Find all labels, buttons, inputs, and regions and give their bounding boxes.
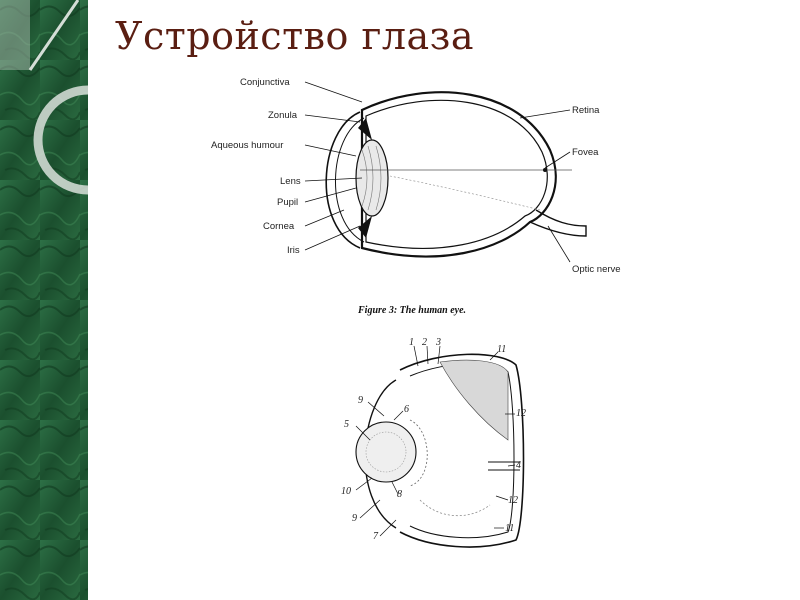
- label-cornea: Cornea: [263, 221, 295, 232]
- lens-nucleus: [365, 431, 407, 473]
- num-6: 6: [404, 404, 409, 415]
- num-11-top: 11: [497, 344, 506, 355]
- label-zonula: Zonula: [268, 110, 298, 121]
- num-12-bottom: 12: [508, 495, 518, 506]
- num-7: 7: [373, 531, 379, 542]
- num-10: 10: [341, 486, 351, 497]
- sclera-section: [399, 353, 525, 548]
- lens-fibers: [361, 145, 382, 211]
- eyeball-outline: [360, 91, 557, 258]
- label-retina: Retina: [572, 105, 600, 116]
- eye-diagram-numbered: 1 2 3 11 9 6 12 5 4 10 8 12 9 7 11: [341, 337, 526, 548]
- number-leaders: [355, 345, 516, 537]
- optic-nerve-section: [488, 461, 520, 471]
- label-iris: Iris: [287, 245, 300, 256]
- iris-top: [358, 118, 372, 140]
- decor-line: [28, 0, 80, 71]
- decor-ring: [33, 85, 88, 195]
- leader-lines: [304, 81, 571, 263]
- label-optic-nerve: Optic nerve: [572, 264, 621, 275]
- cornea: [325, 111, 361, 249]
- slide-title: Устройство глаза: [115, 14, 475, 58]
- visual-axis: [389, 175, 541, 211]
- optic-nerve-shape: [529, 209, 587, 237]
- retina-layer: [365, 99, 548, 249]
- iris-bottom: [358, 216, 372, 238]
- num-2: 2: [422, 337, 427, 348]
- lens-section: [355, 421, 417, 483]
- num-3: 3: [435, 337, 441, 348]
- label-aqueous-humour: Aqueous humour: [211, 140, 283, 151]
- decorative-sidebar: [0, 0, 88, 600]
- figure-caption: Figure 3: The human eye.: [357, 305, 466, 316]
- num-8: 8: [397, 489, 402, 500]
- num-12-top: 12: [516, 408, 526, 419]
- label-pupil: Pupil: [277, 197, 298, 208]
- label-conjunctiva: Conjunctiva: [240, 77, 290, 88]
- num-5: 5: [344, 419, 349, 430]
- fovea-dot: [543, 168, 547, 172]
- num-4: 4: [516, 460, 521, 471]
- num-11-bottom: 11: [505, 523, 514, 534]
- num-9-top: 9: [358, 395, 363, 406]
- vitreous-shaded: [439, 359, 509, 441]
- canal-dashed: [419, 499, 491, 517]
- label-fovea: Fovea: [572, 147, 599, 158]
- num-9-bottom: 9: [352, 513, 357, 524]
- label-lens: Lens: [280, 176, 301, 187]
- sidebar-pattern: [0, 0, 88, 600]
- num-1: 1: [409, 337, 414, 348]
